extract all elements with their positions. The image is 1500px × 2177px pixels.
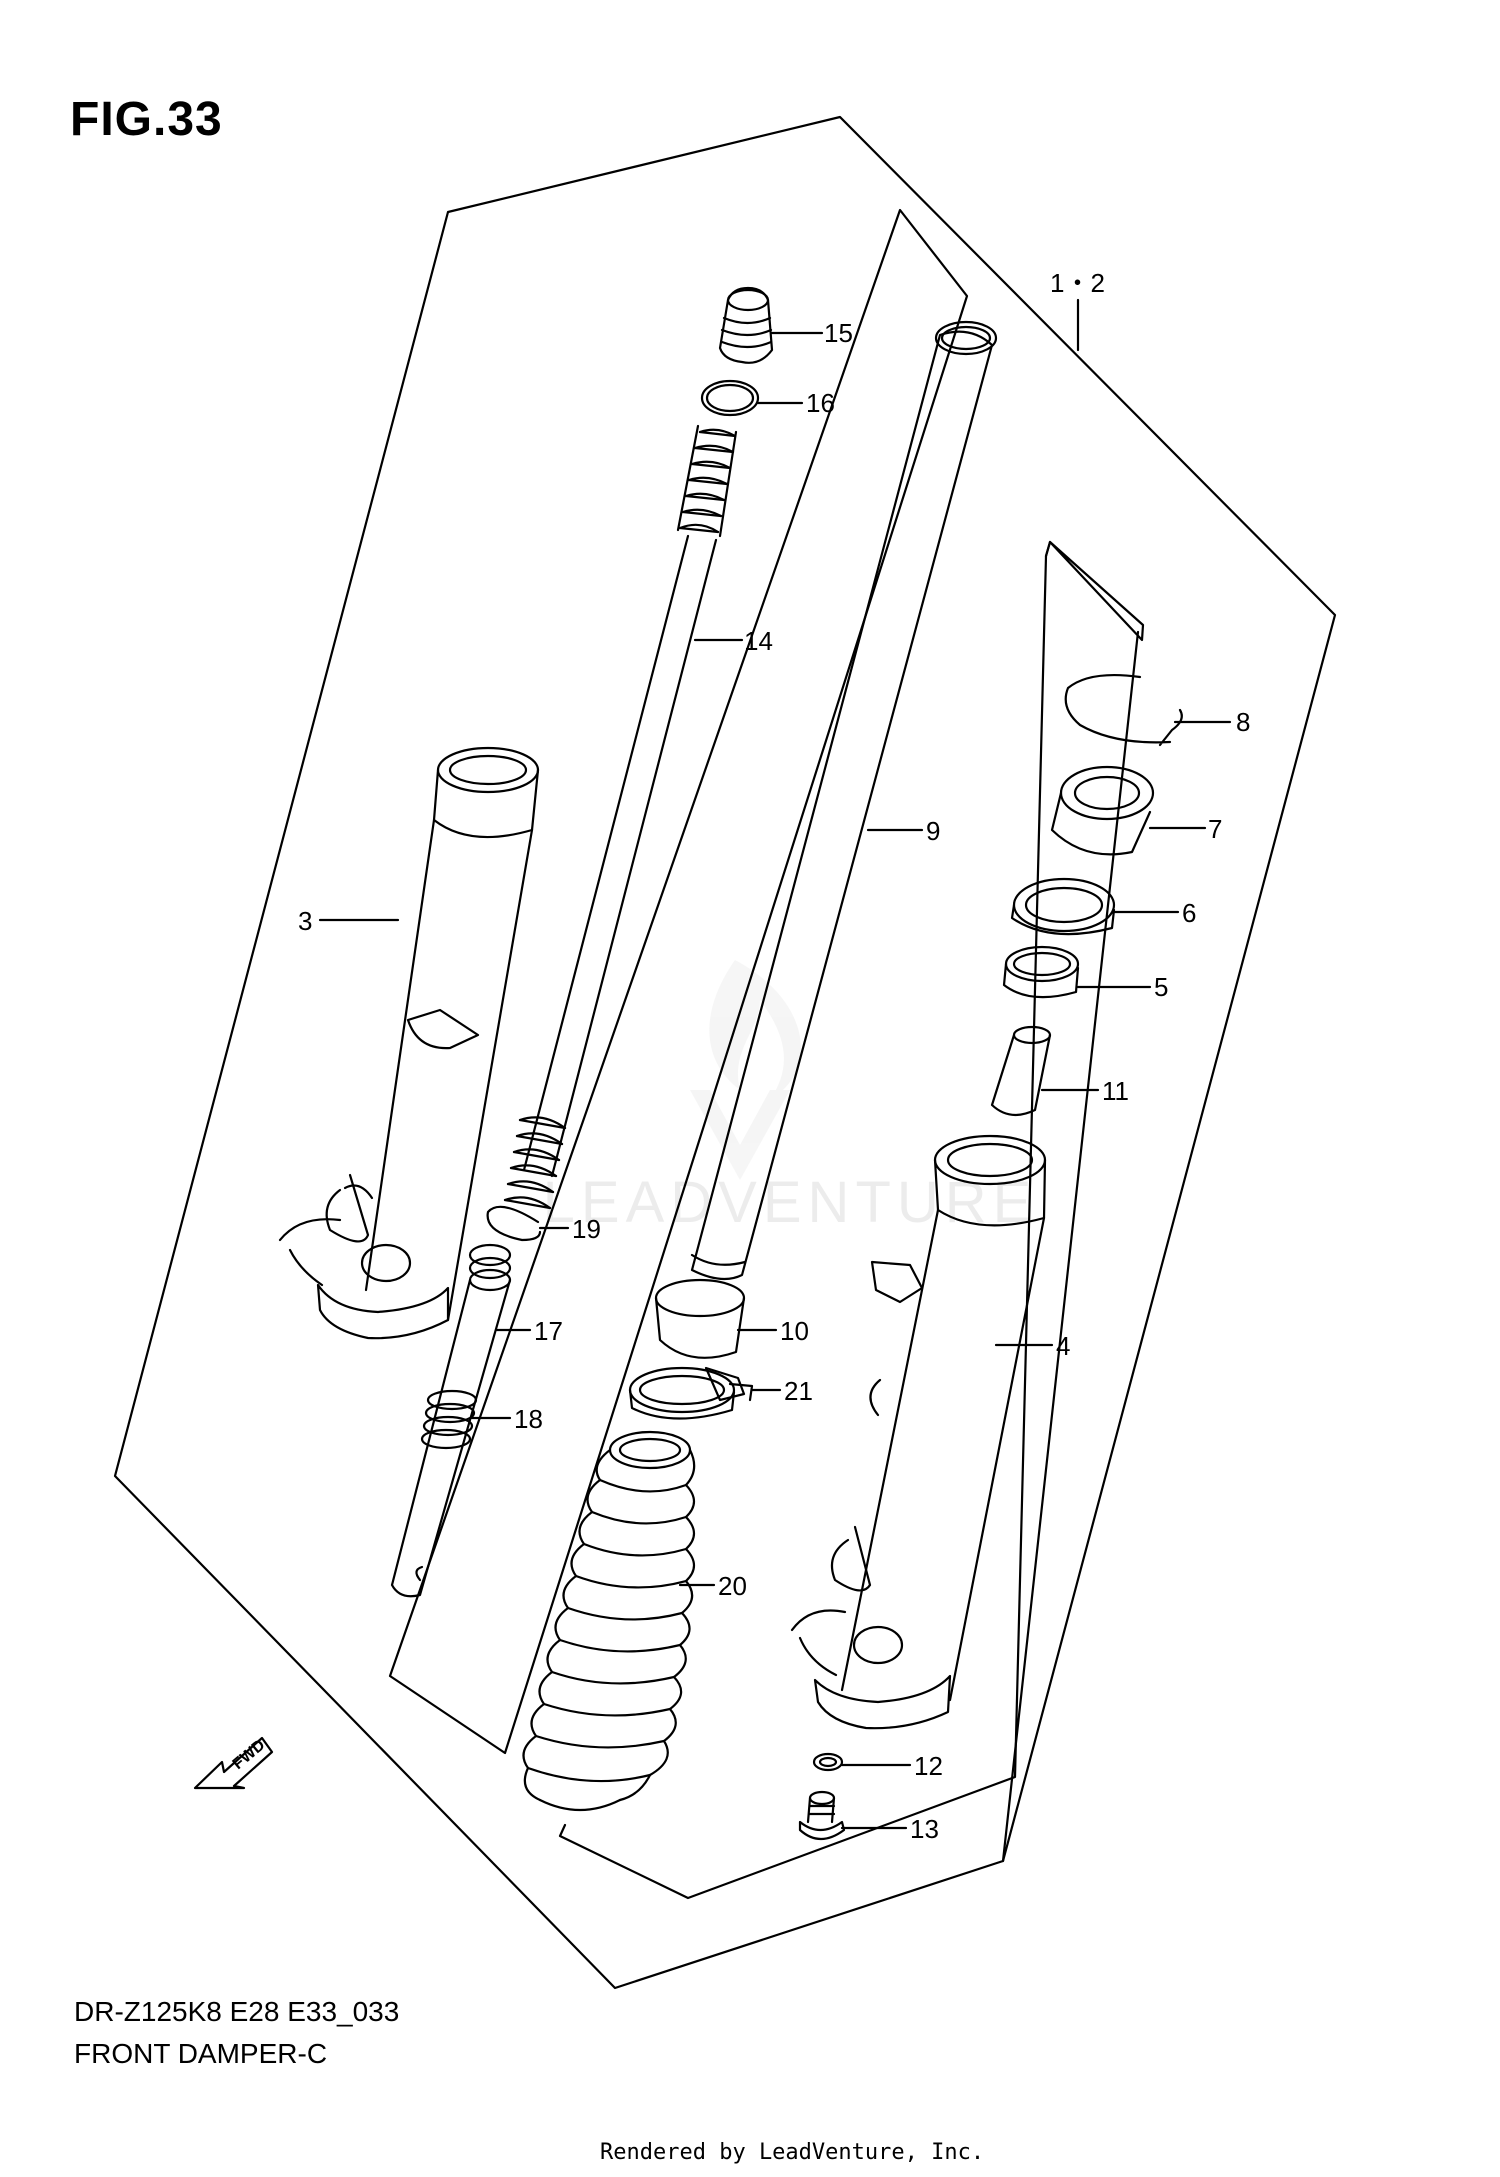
figure-caption: FRONT DAMPER-C [74,2038,328,2069]
callout-6: 6 [1182,898,1196,928]
callout-20: 20 [718,1571,747,1601]
figure-title: FIG.33 [70,93,223,146]
part-5-bushing [1002,945,1080,999]
part-9-inner-tube [690,320,998,1281]
part-8-circlip [1064,674,1183,747]
part-4-outer-tube-right [790,1134,1047,1730]
callout-4: 4 [1056,1331,1070,1361]
part-17-damper-rod [390,1243,512,1598]
callout-15: 15 [824,318,853,348]
callout-5: 5 [1154,972,1168,1002]
callout-11: 11 [1102,1076,1129,1106]
model-code: DR-Z125K8 E28 E33_033 [74,1996,400,2027]
part-21-clamp [628,1366,754,1420]
callout-21: 21 [784,1376,813,1406]
part-14-fork-spring [503,424,738,1210]
watermark-text: LEADVENTURE [543,1170,1038,1235]
callout-14: 14 [744,626,773,656]
part-19-snap-ring [486,1205,542,1242]
part-18-rebound-spring [420,1389,478,1450]
callout-9: 9 [926,816,940,846]
callout-18: 18 [514,1404,543,1434]
callout-13: 13 [910,1814,939,1844]
callout-12: 12 [914,1751,943,1781]
part-13-bolt [798,1790,846,1841]
render-credit: Rendered by LeadVenture, Inc. [600,2140,985,2165]
callout-1-2: 1・2 [1050,268,1105,298]
part-11-spacer [990,1025,1052,1117]
callout-16: 16 [806,388,835,418]
group-outline-left [388,208,969,1755]
callout-10: 10 [780,1316,809,1346]
fwd-arrow-icon [193,1736,274,1790]
group-outline-right-edge [1001,540,1140,1863]
callout-7: 7 [1208,814,1222,844]
part-16-o-ring [700,379,760,417]
callout-8: 8 [1236,707,1250,737]
callout-19: 19 [572,1214,601,1244]
callout-3: 3 [298,906,312,936]
fwd-label: FWD [230,1737,269,1773]
part-20-dust-boot [522,1430,696,1812]
part-6-washer [1010,877,1116,936]
part-10-guide-bushing [654,1278,746,1359]
watermark-logo [690,960,801,1180]
callout-17: 17 [534,1316,563,1346]
part-15-cap-bolt [718,286,774,364]
part-7-oil-seal [1050,765,1155,856]
part-3-outer-tube-left [278,746,540,1340]
part-12-gasket [812,1752,844,1772]
